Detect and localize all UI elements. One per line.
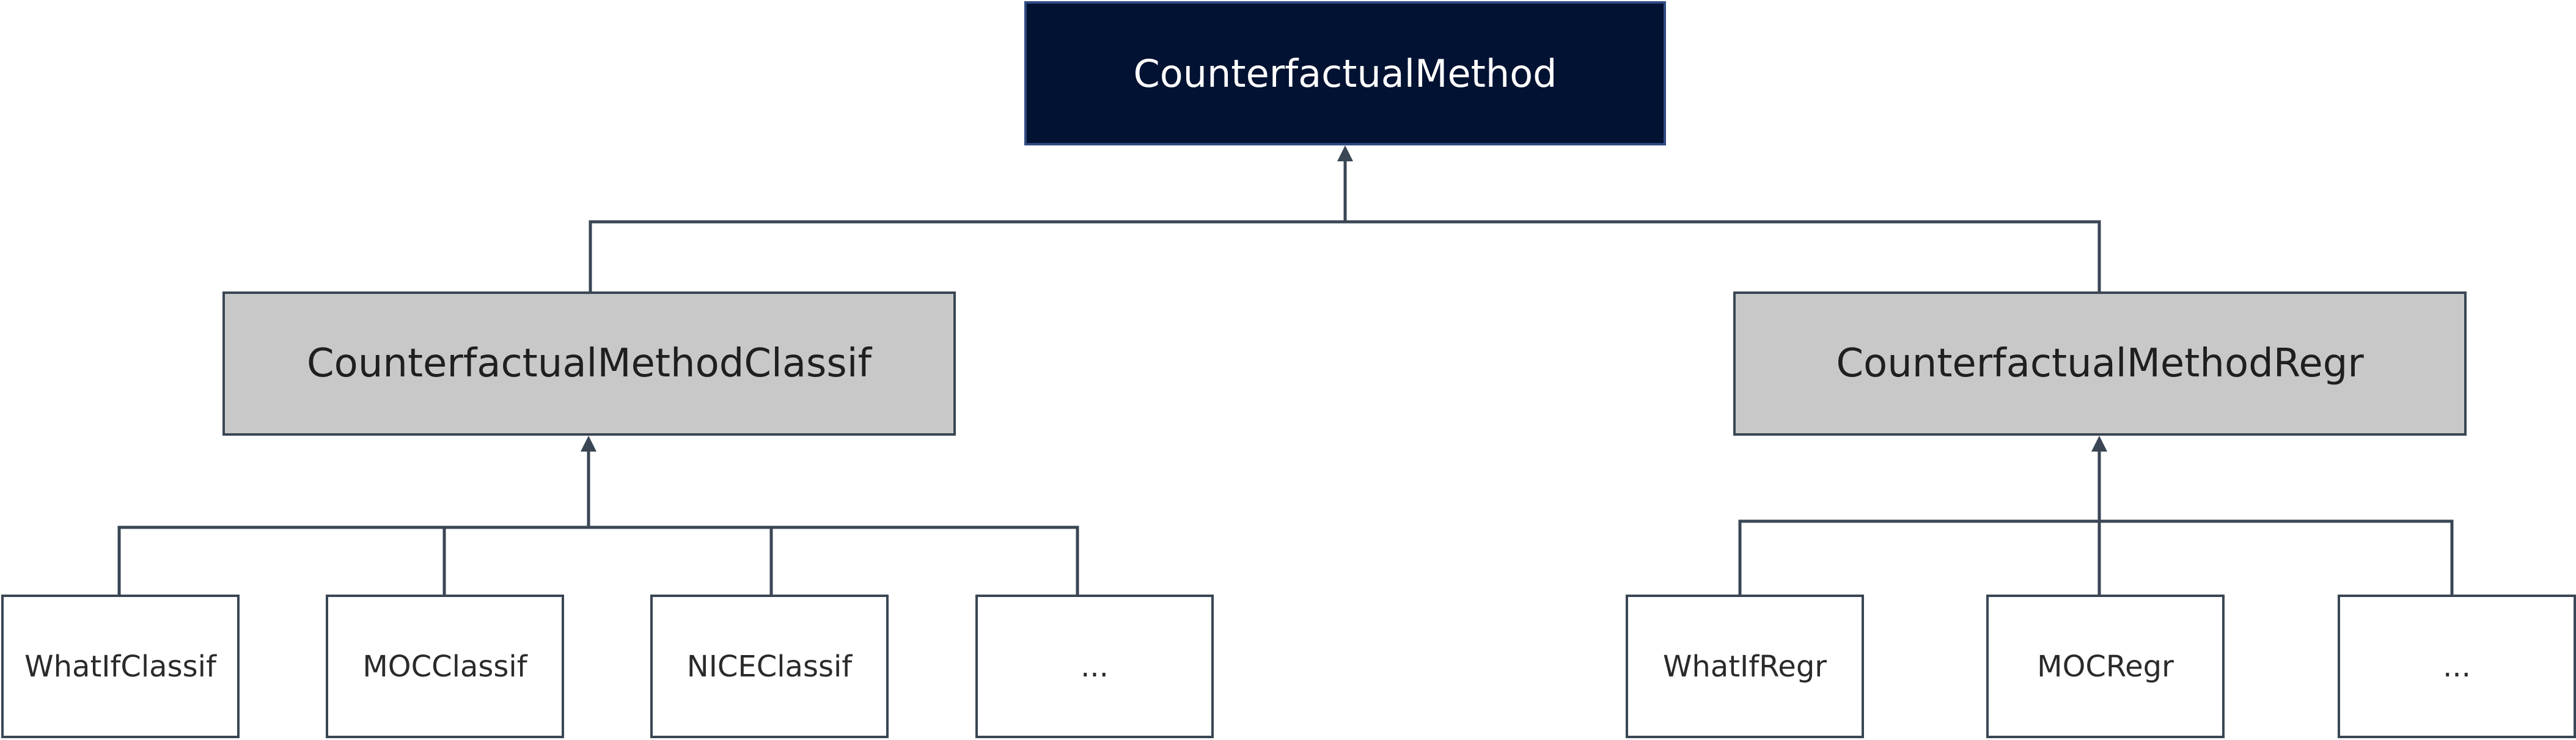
leaf-class-label: MOCClassif xyxy=(362,649,527,684)
connector-classif-to-root xyxy=(589,220,2101,291)
arrowhead-root xyxy=(1337,145,1353,161)
leaf-class-node: ... xyxy=(2338,595,2576,738)
leaf-class-node: MOCRegr xyxy=(1986,595,2225,738)
arrowhead-classif xyxy=(581,436,596,452)
leaf-class-label: NICEClassif xyxy=(686,649,853,684)
classif-class-node: CounterfactualMethodClassif xyxy=(222,291,956,436)
connector-regr-children-bar xyxy=(1738,519,2454,595)
leaf-class-label: WhatIfRegr xyxy=(1662,649,1827,684)
root-class-node: CounterfactualMethod xyxy=(1024,1,1666,145)
leaf-class-label: ... xyxy=(1081,649,1109,684)
classif-class-label: CounterfactualMethodClassif xyxy=(306,341,872,386)
leaf-class-node: WhatIfRegr xyxy=(1626,595,1864,738)
leaf-class-node: WhatIfClassif xyxy=(1,595,240,738)
leaf-class-node: ... xyxy=(975,595,1214,738)
leaf-class-node: MOCClassif xyxy=(326,595,564,738)
leaf-class-label: MOCRegr xyxy=(2037,649,2174,684)
regr-class-node: CounterfactualMethodRegr xyxy=(1733,291,2467,436)
root-class-label: CounterfactualMethod xyxy=(1133,51,1557,96)
connector-classif-children-bar xyxy=(117,526,1079,595)
arrowhead-regr xyxy=(2091,436,2107,452)
leaf-class-label: WhatIfClassif xyxy=(24,649,216,684)
leaf-class-label: ... xyxy=(2443,649,2471,684)
regr-class-label: CounterfactualMethodRegr xyxy=(1836,341,2364,386)
leaf-class-node: NICEClassif xyxy=(650,595,889,738)
